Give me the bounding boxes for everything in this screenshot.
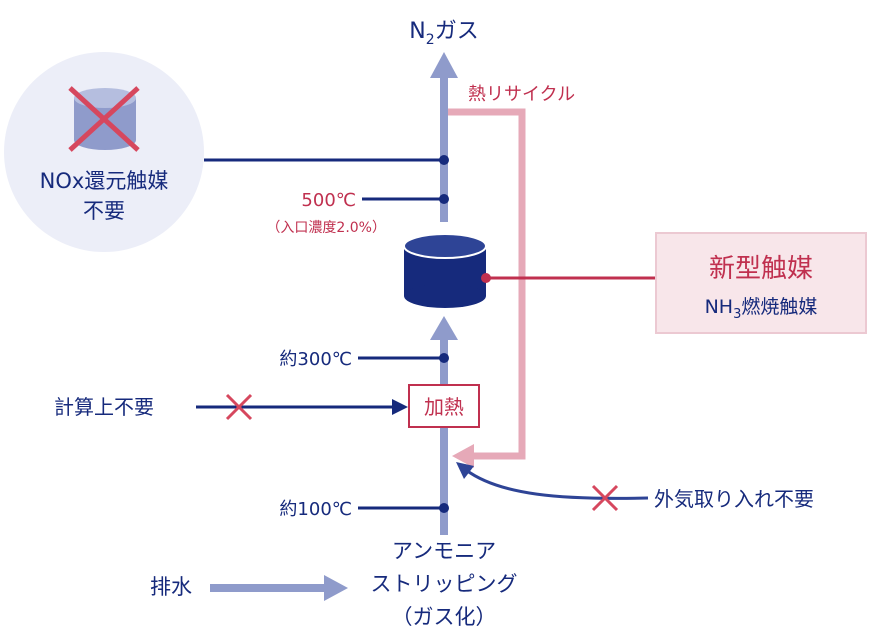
t500-label: 500℃ (301, 190, 356, 211)
outside-air-arrowhead (456, 462, 474, 479)
t300-junction-dot (439, 353, 449, 363)
heating-box (408, 384, 480, 428)
heating-label: 加熱 (424, 395, 464, 419)
t500-note: （入口濃度2.0%） (266, 220, 386, 236)
nox-not-needed-label: 不要 (83, 199, 125, 223)
catalyst-cylinder-icon (403, 233, 487, 308)
wastewater-label: 排水 (150, 575, 192, 599)
new-catalyst-junction-dot (481, 273, 491, 283)
heating-input-arrowhead (392, 399, 408, 415)
t300-label: 約300℃ (279, 349, 352, 370)
heating-cross-icon (225, 393, 253, 421)
t500-junction-dot (439, 194, 449, 204)
heat-recycle-label: 熱リサイクル (468, 84, 575, 105)
t100-label: 約100℃ (279, 499, 352, 520)
new-catalyst-callout: 新型触媒 NH3燃焼触媒 (655, 232, 867, 334)
heat-recycle-loop (448, 108, 526, 468)
stripping-line3: （ガス化） (392, 605, 497, 629)
stripping-line2: ストリッピング (371, 572, 518, 596)
heating-input-label: 計算上不要 (54, 395, 154, 419)
new-catalyst-title: 新型触媒 (709, 254, 813, 284)
nox-catalyst-group: NOx還元触媒 不要 (4, 52, 204, 252)
wastewater-arrowhead (324, 575, 348, 601)
catalyst-crossed-icon (68, 86, 140, 152)
t100-junction-dot (439, 503, 449, 513)
outside-air-cross-icon (591, 484, 619, 512)
nox-circle (4, 52, 204, 252)
stripping-line1: アンモニア (392, 539, 496, 563)
new-catalyst-subtitle: NH3燃焼触媒 (705, 296, 818, 322)
output-gas-label: N2ガス (409, 19, 478, 48)
nox-catalyst-label: NOx還元触媒 (40, 169, 169, 193)
nox-junction-dot (439, 155, 449, 165)
outside-air-arrow (465, 468, 649, 500)
outside-air-label: 外気取り入れ不要 (654, 487, 814, 511)
